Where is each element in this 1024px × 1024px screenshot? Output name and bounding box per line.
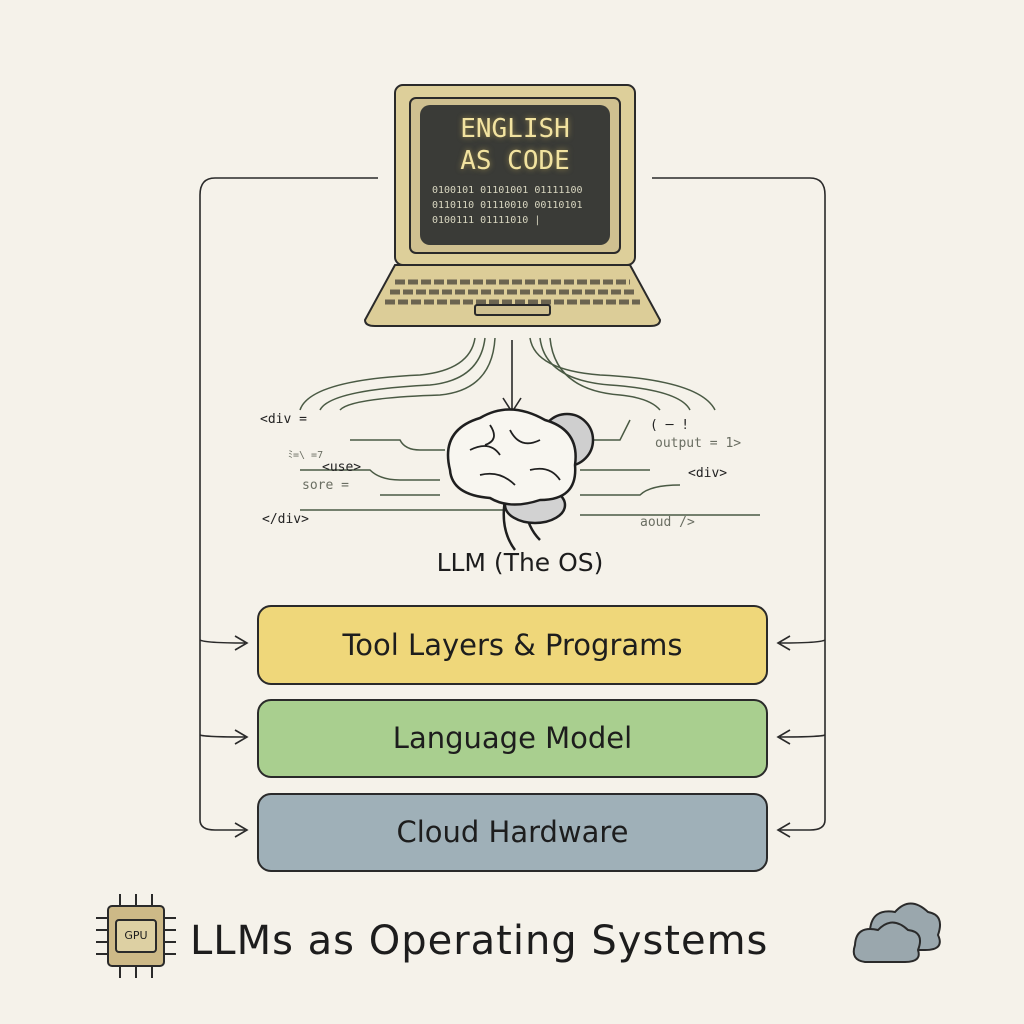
- page-title: LLMs as Operating Systems: [190, 918, 769, 964]
- code-fragment: ﾐ=\ =7: [288, 450, 324, 461]
- screen-title-line1: ENGLISH: [460, 114, 570, 144]
- layer-tool-layers: Tool Layers & Programs: [257, 605, 768, 685]
- down-arrow: [502, 340, 522, 414]
- gpu-label: GPU: [124, 929, 148, 942]
- binary-line: 0100111 01111010 |: [432, 215, 541, 226]
- code-fragment: <div =: [260, 412, 307, 427]
- cloud-icon: [852, 902, 941, 963]
- code-fragment: aoud />: [640, 515, 695, 530]
- gpu-chip-icon: [96, 894, 176, 978]
- binary-line: 0110110 01110010 00110101: [432, 200, 583, 211]
- laptop-screen: ENGLISH AS CODE 0100101 01101001 0111110…: [420, 105, 610, 245]
- code-fragment: sore =: [302, 478, 349, 493]
- code-fragment: ( ─ !: [650, 418, 690, 433]
- brain-icon: [446, 408, 595, 551]
- code-fragment: <use>: [322, 460, 362, 475]
- screen-title-line2: AS CODE: [460, 146, 570, 176]
- code-fragment: <div>: [688, 466, 728, 481]
- code-fragment: output = 1>: [655, 436, 742, 451]
- code-fragment: </div>: [262, 512, 309, 527]
- binary-line: 0100101 01101001 01111100: [432, 185, 583, 196]
- layer-cloud-hardware: Cloud Hardware: [257, 793, 768, 872]
- left-loop-line: [199, 177, 378, 831]
- right-loop-line: [652, 177, 826, 831]
- llm-label: LLM (The OS): [436, 548, 604, 577]
- layer-language-model: Language Model: [257, 699, 768, 778]
